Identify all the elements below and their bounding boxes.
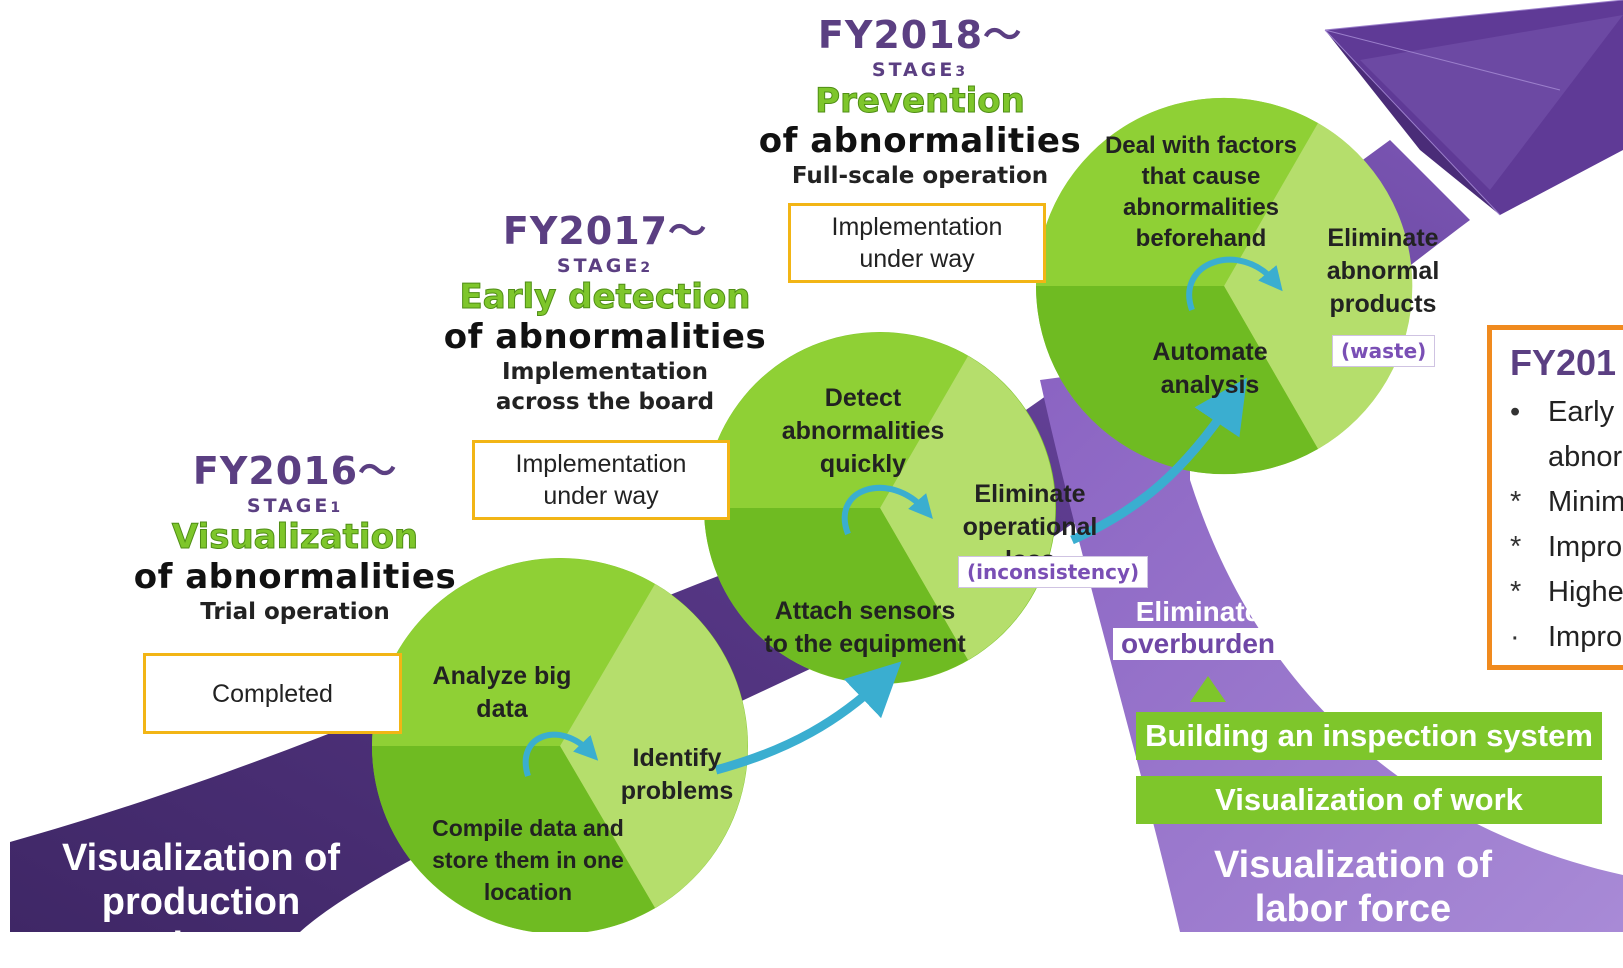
stage1-green-title: Visualization (171, 517, 419, 558)
green-bar-work: Visualization of work (1136, 776, 1602, 824)
circle2-top-text: Detect abnormalities quickly (781, 384, 945, 478)
circle1-bottom-text: Compile data and store them in one locat… (432, 815, 624, 905)
stage1-fy: FY2016～ (192, 449, 398, 493)
stage2-status: Implementation under way (515, 450, 687, 510)
stage2-label: STAGE2 (556, 255, 654, 277)
stage2-fy: FY2017～ (502, 209, 708, 253)
fy-box-item: *Highe (1510, 576, 1623, 608)
fy-box-heading: FY201 (1510, 342, 1617, 383)
stage3-green-title: Prevention (815, 81, 1026, 122)
circle-stage3 (1035, 97, 1413, 475)
green-bar-inspection: Building an inspection system (1136, 712, 1602, 760)
stage3-black-title: of abnormalities (758, 121, 1082, 161)
stage2-status-box: Implementation under way (472, 440, 730, 520)
circle2-bottom-text: Attach sensors to the equipment (764, 597, 966, 658)
eliminate-overburden: Eliminate overburden (1098, 596, 1298, 660)
fy-box-list: •Early abnor *Minim *Impro *Highe ·Impro (1492, 390, 1623, 660)
band-label-labor: Visualization of labor force (1213, 844, 1492, 930)
cycle-arrow-3 (1186, 256, 1283, 311)
circle1-top-text: Analyze big data (432, 662, 572, 723)
cycle-arrow-1 (522, 731, 599, 777)
fy-box-item: *Impro (1510, 531, 1623, 563)
circle3-right-text: Eliminate abnormal products (1326, 224, 1440, 318)
connect-arrow-1 (714, 661, 902, 775)
circle2-tag: (inconsistency) (958, 556, 1149, 588)
eliminate-word: Eliminate (1135, 596, 1261, 627)
stage2-black-title: of abnormalities (443, 317, 767, 357)
stage1-status: Completed (212, 679, 333, 708)
connect-arrow-2 (1070, 377, 1248, 545)
stage1-label: STAGE1 (246, 495, 344, 517)
circle3-tag: (waste) (1332, 335, 1436, 367)
fy-box-item: ·Impro (1510, 621, 1623, 653)
stage3-header: FY2018～ STAGE3 Prevention of abnormaliti… (755, 4, 1085, 191)
stage3-status-box: Implementation under way (788, 203, 1046, 283)
up-triangle (1190, 676, 1226, 702)
stage2-subtitle: Implementation across the board (495, 359, 715, 415)
overburden-word: overburden (1112, 628, 1284, 660)
stage3-subtitle: Full-scale operation (791, 163, 1049, 189)
band-label-production: Visualization of production equipment (61, 837, 340, 967)
stage1-subtitle: Trial operation (200, 599, 390, 625)
stage3-label: STAGE3 (871, 59, 969, 81)
stage1-status-box: Completed (143, 653, 402, 734)
fy-box-item: *Minim (1510, 486, 1623, 518)
cycle-arrow-2 (841, 484, 933, 536)
fy-box-item: •Early (1510, 396, 1615, 428)
stage3-status: Implementation under way (831, 213, 1003, 273)
circle3-top-text: Deal with factors that cause abnormaliti… (1104, 132, 1298, 252)
circle-stage1 (372, 558, 748, 932)
stage2-green-title: Early detection (459, 277, 751, 318)
stage3-fy: FY2018～ (817, 13, 1023, 57)
stage1-header: FY2016～ STAGE1 Visualization of abnormal… (130, 440, 460, 627)
stage1-black-title: of abnormalities (133, 557, 457, 597)
circle1-right-text: Identify problems (620, 744, 734, 805)
fy-summary-box: FY201 •Early abnor *Minim *Impro *Highe … (1487, 325, 1623, 670)
stage2-header: FY2017～ STAGE2 Early detection of abnorm… (440, 200, 770, 417)
circle3-bottom-text: Automate analysis (1152, 338, 1268, 399)
fy-box-item: abnor (1548, 441, 1623, 473)
